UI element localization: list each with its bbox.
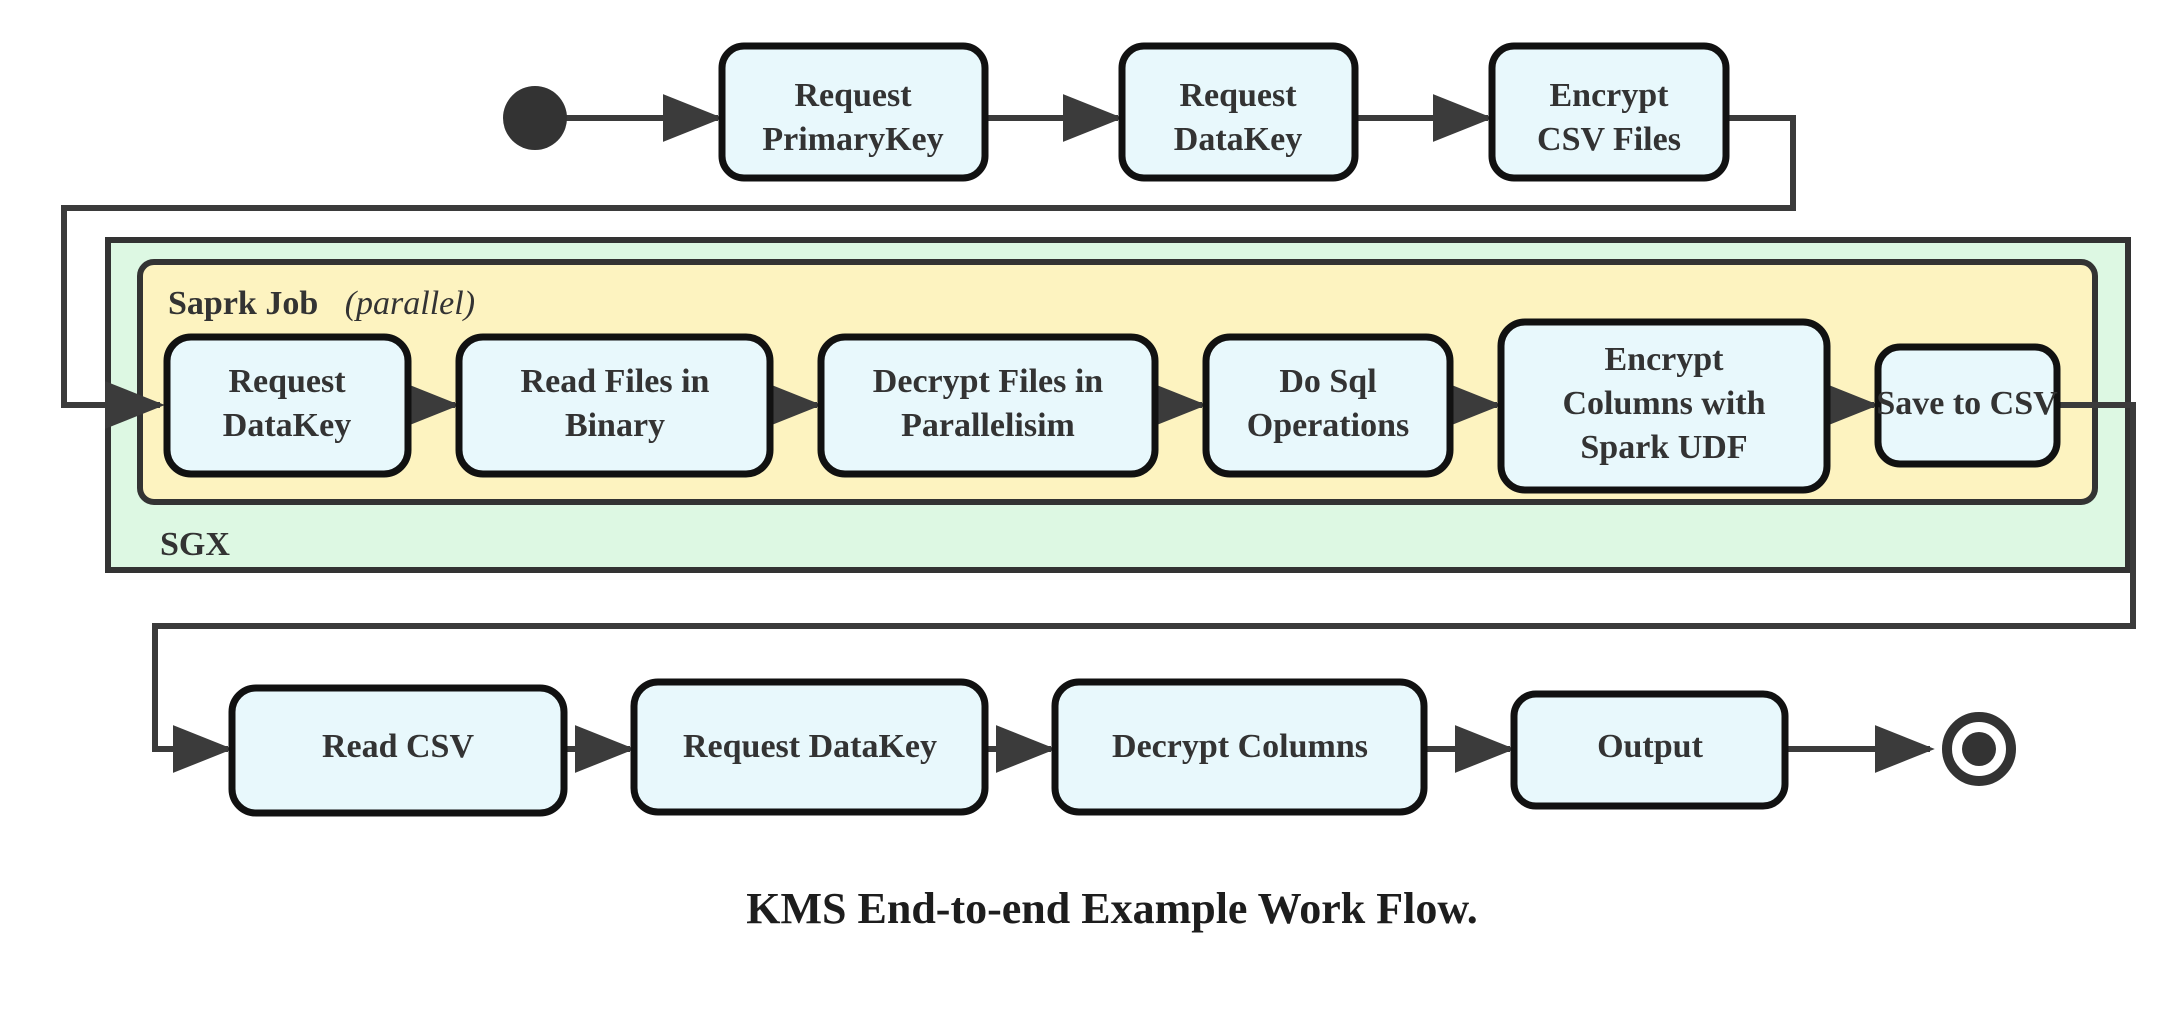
node-do-sql-operations-line-2: Operations xyxy=(1247,407,1409,444)
node-read-csv-label: Read CSV xyxy=(322,728,475,765)
node-request-datakey-top-line-1: Request xyxy=(1179,77,1297,114)
edge-save-to-csv-to-read-csv xyxy=(152,402,2136,773)
node-do-sql-operations[interactable]: Do Sql Operations xyxy=(1202,333,1454,478)
node-encrypt-csv-files-line-1: Encrypt xyxy=(1550,77,1670,114)
node-decrypt-columns[interactable]: Decrypt Columns xyxy=(1051,678,1428,816)
sgx-group-label: SGX xyxy=(160,526,230,563)
node-read-files-in-binary-rect[interactable] xyxy=(455,333,774,478)
node-read-files-in-binary[interactable]: Read Files in Binary xyxy=(455,333,774,478)
node-decrypt-files-in-parallelisim-line-2: Parallelisim xyxy=(901,407,1075,444)
node-request-datakey-spark[interactable]: Request DataKey xyxy=(163,333,412,478)
node-encrypt-csv-files-line-2: CSV Files xyxy=(1537,121,1681,158)
node-read-csv-rect[interactable] xyxy=(228,684,568,817)
spark-job-group-label: Saprk Job (parallel) xyxy=(168,285,475,322)
node-request-primarykey-line-2: PrimaryKey xyxy=(762,121,943,158)
end-node-dot xyxy=(1962,732,1996,766)
node-save-to-csv-rect[interactable] xyxy=(1874,343,2061,468)
spark-job-label-bold: Saprk Job xyxy=(168,285,318,322)
edge-encrypt-csv-files-to-spark-request-datakey xyxy=(61,115,1796,429)
node-decrypt-files-in-parallelisim-rect[interactable] xyxy=(817,333,1159,478)
node-encrypt-csv-files[interactable]: Encrypt CSV Files xyxy=(1488,42,1730,182)
node-encrypt-columns-with-spark-udf-rect[interactable] xyxy=(1497,318,1831,494)
node-encrypt-csv-files-rect[interactable] xyxy=(1488,42,1730,182)
node-read-files-in-binary-line-1: Read Files in xyxy=(521,363,710,400)
node-request-datakey-top[interactable]: Request DataKey xyxy=(1118,42,1359,182)
node-request-primarykey-line-1: Request xyxy=(794,77,912,114)
node-encrypt-columns-line-1: Encrypt xyxy=(1605,341,1725,378)
node-encrypt-columns-line-2: Columns with xyxy=(1562,385,1765,422)
node-request-datakey-spark-line-2: DataKey xyxy=(223,407,351,444)
node-output-label: Output xyxy=(1597,728,1703,765)
node-request-datakey-bottom-rect[interactable] xyxy=(630,678,989,816)
node-request-primarykey-rect[interactable] xyxy=(718,42,989,182)
node-read-files-in-binary-line-2: Binary xyxy=(565,407,665,444)
node-request-datakey-top-line-2: DataKey xyxy=(1174,121,1302,158)
node-request-datakey-spark-line-1: Request xyxy=(228,363,346,400)
node-encrypt-columns-with-spark-udf[interactable]: Encrypt Columns with Spark UDF xyxy=(1497,318,1831,494)
node-request-datakey-top-rect[interactable] xyxy=(1118,42,1359,182)
start-node xyxy=(503,86,567,150)
node-request-datakey-spark-rect[interactable] xyxy=(163,333,412,478)
node-encrypt-columns-line-3: Spark UDF xyxy=(1580,429,1747,466)
node-decrypt-files-in-parallelisim[interactable]: Decrypt Files in Parallelisim xyxy=(817,333,1159,478)
node-decrypt-files-in-parallelisim-line-1: Decrypt Files in xyxy=(873,363,1103,400)
node-output[interactable]: Output xyxy=(1510,690,1789,810)
node-request-primarykey[interactable]: Request PrimaryKey xyxy=(718,42,989,182)
node-read-csv[interactable]: Read CSV xyxy=(228,684,568,817)
spark-job-label-italic: (parallel) xyxy=(345,285,475,322)
node-save-to-csv-label: Save to CSV xyxy=(1876,385,2058,422)
node-output-rect[interactable] xyxy=(1510,690,1789,810)
node-request-datakey-bottom[interactable]: Request DataKey xyxy=(630,678,989,816)
node-request-datakey-bottom-label: Request DataKey xyxy=(683,728,937,765)
node-decrypt-columns-label: Decrypt Columns xyxy=(1112,728,1368,765)
node-save-to-csv[interactable]: Save to CSV xyxy=(1874,343,2061,468)
diagram-caption: KMS End-to-end Example Work Flow. xyxy=(746,884,1477,933)
node-do-sql-operations-rect[interactable] xyxy=(1202,333,1454,478)
node-decrypt-columns-rect[interactable] xyxy=(1051,678,1428,816)
node-do-sql-operations-line-1: Do Sql xyxy=(1279,363,1376,400)
